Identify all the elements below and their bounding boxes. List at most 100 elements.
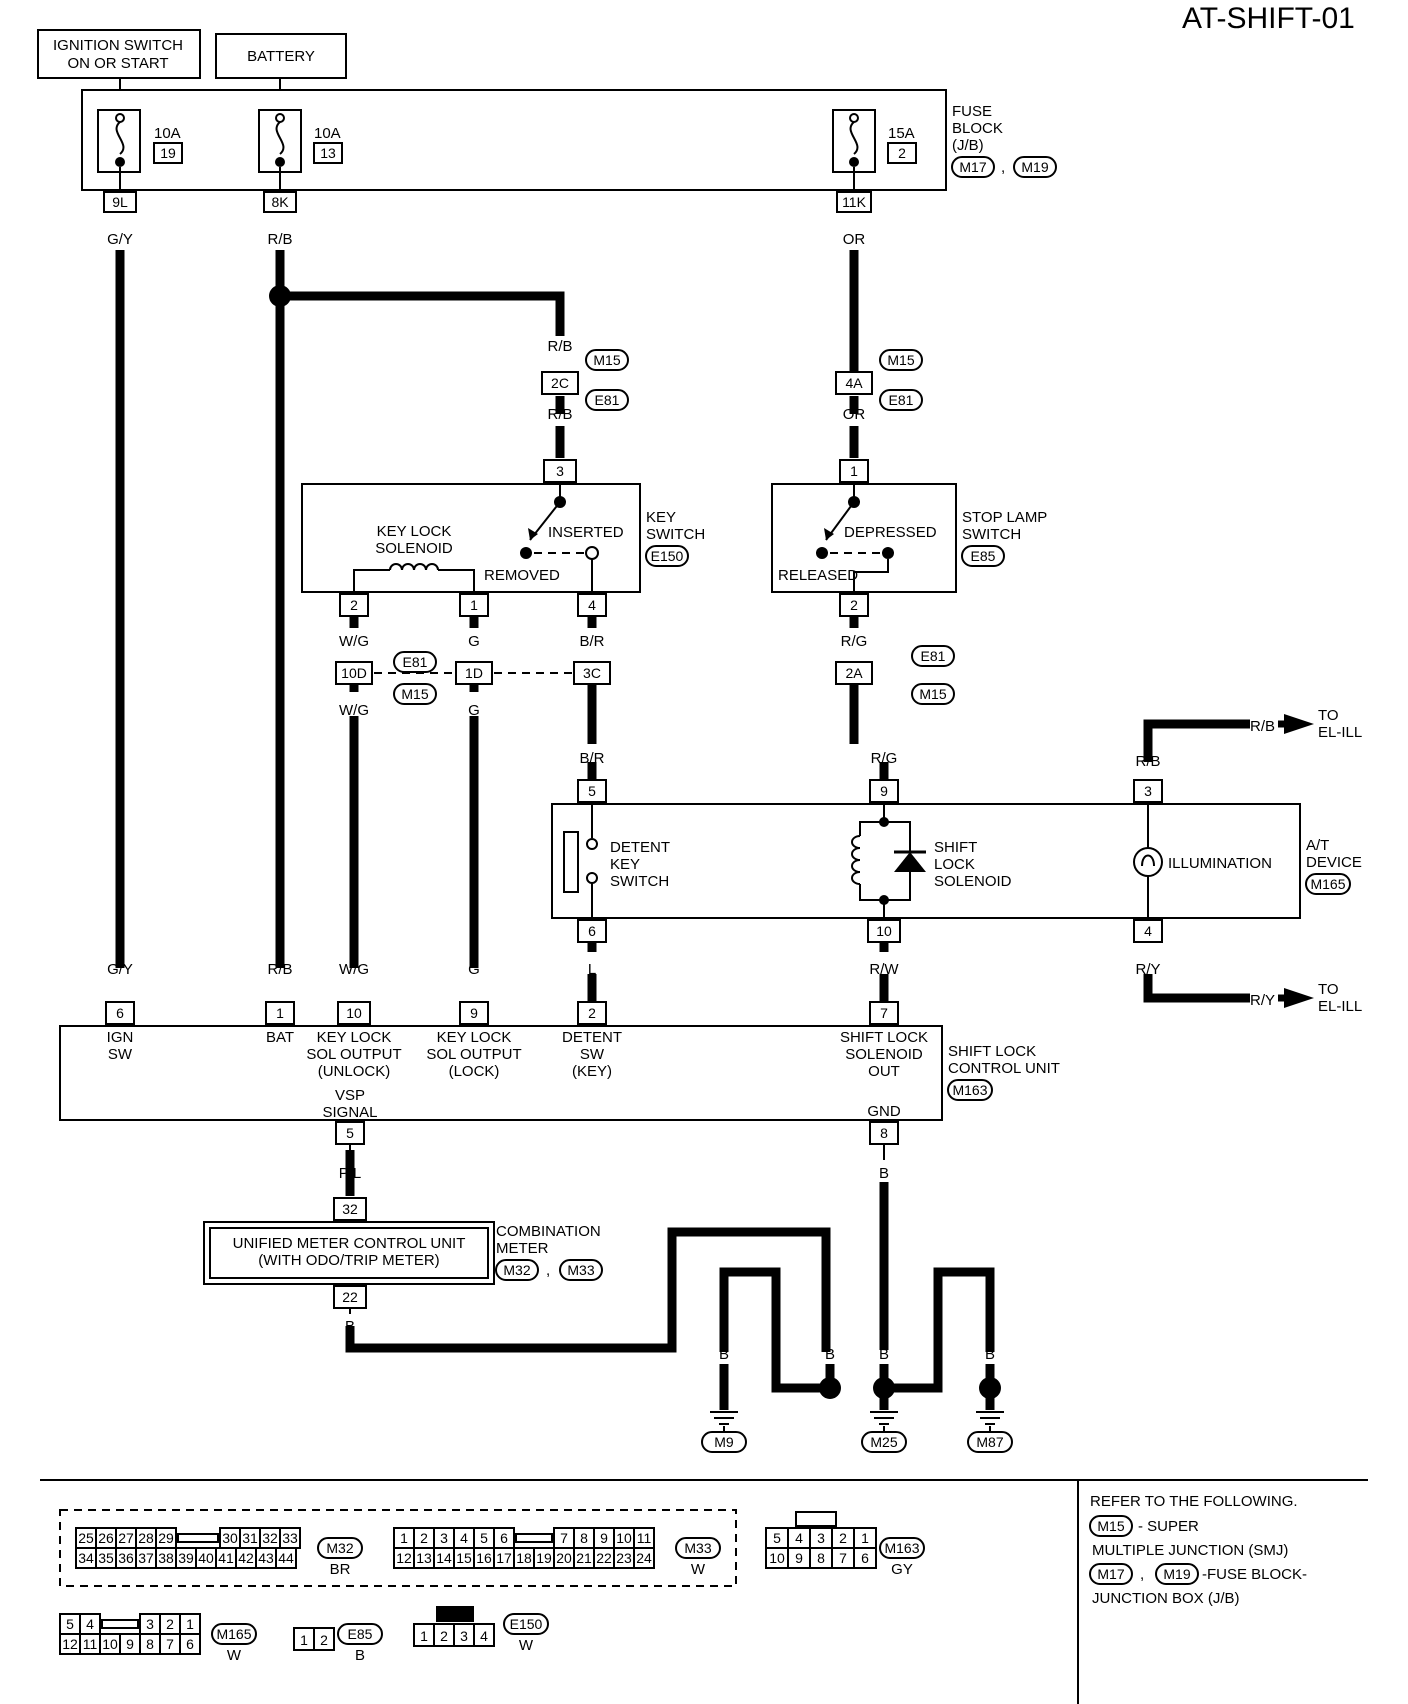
svg-text:SHIFT LOCK: SHIFT LOCK bbox=[840, 1029, 928, 1046]
svg-text:15A: 15A bbox=[888, 125, 915, 142]
svg-text:REMOVED: REMOVED bbox=[484, 567, 560, 584]
svg-text:OUT: OUT bbox=[868, 1063, 900, 1080]
svg-text:RELEASED: RELEASED bbox=[778, 567, 858, 584]
m163-id: M163 bbox=[884, 1540, 919, 1556]
fuse-block-sep: , bbox=[1001, 159, 1005, 176]
svg-text:METER: METER bbox=[496, 1240, 549, 1257]
at-bottom-right-wire: R/Y bbox=[1135, 961, 1160, 978]
grounds: B B B B B B M9 M25 M87 bbox=[701, 1346, 1013, 1453]
svg-text:M33: M33 bbox=[567, 1262, 594, 1278]
svg-text:SWITCH: SWITCH bbox=[610, 873, 669, 890]
m165-id-badge bbox=[211, 1623, 257, 1645]
m33-pin-14: 14 bbox=[436, 1550, 452, 1566]
svg-text:DEVICE: DEVICE bbox=[1306, 854, 1362, 871]
m32-pin-41: 41 bbox=[218, 1550, 234, 1566]
m163-pin-8: 8 bbox=[817, 1550, 825, 1566]
m33-pin-18: 18 bbox=[516, 1550, 532, 1566]
svg-text:19: 19 bbox=[160, 145, 176, 161]
connector-key bbox=[101, 1619, 139, 1629]
m32-pin-40: 40 bbox=[198, 1550, 214, 1566]
wire-rb-top: R/B bbox=[267, 231, 292, 248]
svg-text:SOLENOID: SOLENOID bbox=[375, 540, 453, 557]
svg-text:1D: 1D bbox=[465, 665, 483, 681]
diagram-title: AT-SHIFT-01 bbox=[1182, 2, 1355, 35]
m165-pin-6: 6 bbox=[186, 1636, 194, 1652]
m32-pin-38: 38 bbox=[158, 1550, 174, 1566]
e150-id: E150 bbox=[510, 1616, 543, 1632]
jr-conn-bottom bbox=[879, 389, 923, 411]
svg-text:M25: M25 bbox=[870, 1434, 897, 1450]
svg-text:3: 3 bbox=[1144, 783, 1152, 799]
m165-pin-7: 7 bbox=[166, 1636, 174, 1652]
svg-text:R/B: R/B bbox=[1250, 718, 1275, 735]
m33-pin-8: 8 bbox=[580, 1530, 588, 1546]
svg-text:1: 1 bbox=[276, 1005, 284, 1021]
svg-text:R/G: R/G bbox=[871, 750, 898, 767]
jl-bottom-wire: R/B bbox=[547, 406, 572, 423]
svg-text:E150: E150 bbox=[651, 548, 684, 564]
m33-pin-10: 10 bbox=[616, 1530, 632, 1546]
svg-text:M15: M15 bbox=[919, 686, 946, 702]
m165-pin-12: 12 bbox=[62, 1636, 78, 1652]
svg-text:G: G bbox=[468, 633, 480, 650]
svg-text:W/G: W/G bbox=[339, 702, 369, 719]
e150-cavity-4 bbox=[473, 1623, 495, 1647]
svg-text:R/B: R/B bbox=[267, 961, 292, 978]
svg-text:5: 5 bbox=[588, 783, 596, 799]
svg-text:M165: M165 bbox=[1310, 876, 1345, 892]
pin-11K: 11K bbox=[836, 191, 872, 213]
stop-lamp-switch: 1 DEPRESSED RELEASED STOP LAMP SWITCH E8… bbox=[771, 459, 1047, 617]
e85-cavity-2 bbox=[313, 1627, 335, 1651]
m33-pin-23: 23 bbox=[616, 1550, 632, 1566]
m163-id-badge bbox=[879, 1537, 925, 1559]
e150-key bbox=[436, 1606, 474, 1622]
e150-pin-2: 2 bbox=[440, 1628, 448, 1644]
m33-id-badge bbox=[675, 1537, 721, 1559]
svg-text:SWITCH: SWITCH bbox=[646, 526, 705, 543]
m32-id: M32 bbox=[326, 1540, 353, 1556]
m165-color: W bbox=[227, 1647, 242, 1664]
m33-pin-12: 12 bbox=[396, 1550, 412, 1566]
m163-pin-9: 9 bbox=[795, 1550, 803, 1566]
svg-text:M19: M19 bbox=[1163, 1566, 1190, 1582]
svg-text:CONTROL UNIT: CONTROL UNIT bbox=[948, 1060, 1060, 1077]
splice-rb bbox=[269, 285, 291, 307]
svg-text:M163: M163 bbox=[952, 1082, 987, 1098]
svg-text:KEY: KEY bbox=[646, 509, 676, 526]
wire-or-top: OR bbox=[843, 231, 866, 248]
svg-text:8: 8 bbox=[880, 1125, 888, 1141]
svg-text:2: 2 bbox=[588, 1005, 596, 1021]
to-el-ill-bottom: R/Y TO EL-ILL bbox=[1250, 981, 1362, 1015]
m165-pin-5: 5 bbox=[66, 1616, 74, 1632]
wire-b-meter: B bbox=[345, 1318, 355, 1335]
svg-text:B: B bbox=[879, 1346, 889, 1363]
pin-8K: 8K bbox=[263, 191, 297, 213]
svg-text:9L: 9L bbox=[112, 194, 128, 210]
svg-text:G: G bbox=[468, 702, 480, 719]
m165-pin-8: 8 bbox=[146, 1636, 154, 1652]
m165-pin-11: 11 bbox=[83, 1636, 98, 1652]
wires bbox=[115, 250, 1250, 1393]
m165-pin-4: 4 bbox=[86, 1616, 94, 1632]
m163-pin-1: 1 bbox=[861, 1530, 869, 1546]
svg-text:9: 9 bbox=[470, 1005, 478, 1021]
svg-text:G/Y: G/Y bbox=[107, 961, 133, 978]
svg-text:KEY LOCK: KEY LOCK bbox=[377, 523, 452, 540]
svg-text:3C: 3C bbox=[583, 665, 601, 681]
m33-pin-19: 19 bbox=[536, 1550, 552, 1566]
m33-pin-13: 13 bbox=[416, 1550, 432, 1566]
svg-text:22: 22 bbox=[342, 1289, 358, 1305]
jr-conn-top bbox=[879, 349, 923, 371]
svg-text:(LOCK): (LOCK) bbox=[449, 1063, 500, 1080]
svg-text:B/R: B/R bbox=[579, 633, 604, 650]
m33-pin-4: 4 bbox=[460, 1530, 468, 1546]
m33-pin-9: 9 bbox=[600, 1530, 608, 1546]
svg-text:GND: GND bbox=[867, 1103, 901, 1120]
svg-text:B: B bbox=[825, 1346, 835, 1363]
svg-text:M15: M15 bbox=[887, 352, 914, 368]
m165-pin-2: 2 bbox=[166, 1616, 174, 1632]
m163-pin-7: 7 bbox=[839, 1550, 847, 1566]
e85-id-badge bbox=[337, 1623, 383, 1645]
fuse-block bbox=[81, 89, 947, 191]
fuse-block-label-3: (J/B) bbox=[952, 137, 984, 154]
